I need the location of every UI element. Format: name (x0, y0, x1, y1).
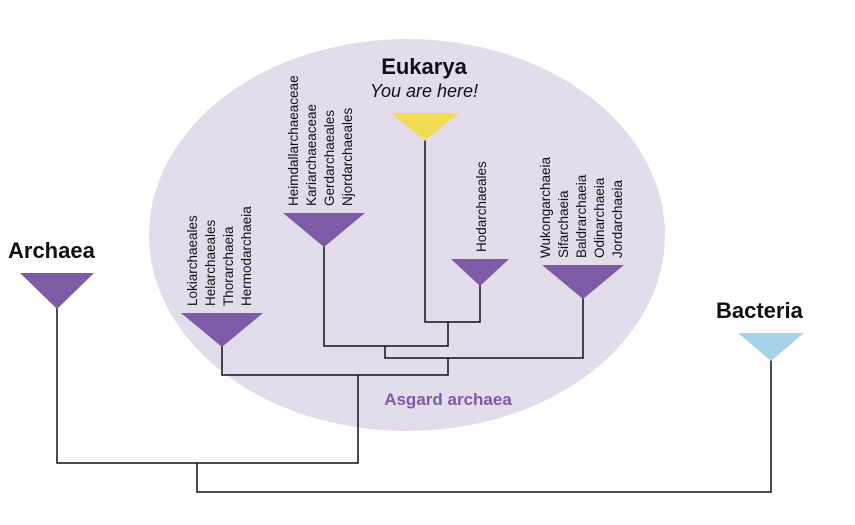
branch-eukarya-hodar (424, 140, 481, 323)
loki-group-labels: Lokiarchaeales Helarchaeales Thorarchaei… (185, 206, 254, 306)
eukarya-label: Eukarya (381, 54, 467, 79)
branch-archaea-asgard (56, 308, 359, 464)
taxon-label: Baldrarchaeia (574, 174, 589, 258)
wukong-group-triangle (542, 265, 624, 299)
asgard-archaea-label: Asgard archaea (384, 390, 512, 409)
asgard-ellipse (149, 39, 665, 431)
branch-loki (221, 346, 449, 376)
bacteria-label: Bacteria (716, 298, 804, 323)
taxon-label: Gerdarchaeales (322, 110, 337, 206)
taxon-label: Kariarchaeaceae (304, 104, 319, 206)
taxon-label: Lokiarchaeales (185, 215, 200, 306)
taxon-label: Wukongarchaeia (538, 156, 553, 258)
hodar-group-labels: Hodarchaeales (474, 161, 489, 252)
taxon-label: Heimdallarchaeaceae (286, 75, 301, 206)
archaea-label: Archaea (8, 238, 96, 263)
taxon-label: Jordarchaeia (610, 179, 625, 258)
heimdall-group-triangle (283, 213, 365, 247)
eukarya-triangle (391, 113, 459, 141)
wukong-group-labels: Wukongarchaeia Sifarchaeia Baldrarchaeia… (538, 156, 625, 258)
taxon-label: Thorarchaeia (221, 226, 236, 306)
taxon-label: Njordarchaeales (340, 107, 355, 206)
taxon-label: Hodarchaeales (474, 161, 489, 252)
eukarya-note: You are here! (370, 81, 478, 101)
branch-wukong (384, 298, 584, 359)
heimdall-group-labels: Heimdallarchaeaceae Kariarchaeaceae Gerd… (286, 75, 355, 206)
archaea-triangle (20, 273, 94, 309)
taxon-label: Hermodarchaeia (239, 206, 254, 306)
hodar-group-triangle (451, 259, 509, 286)
branch-heimdall (323, 246, 449, 347)
taxon-label: Sifarchaeia (556, 190, 571, 258)
taxon-label: Helarchaeales (203, 219, 218, 306)
taxon-label: Odinarchaeia (592, 177, 607, 258)
branch-root (196, 360, 772, 493)
tree-branches (56, 140, 772, 493)
bacteria-triangle (738, 333, 804, 361)
loki-group-triangle (181, 313, 263, 347)
